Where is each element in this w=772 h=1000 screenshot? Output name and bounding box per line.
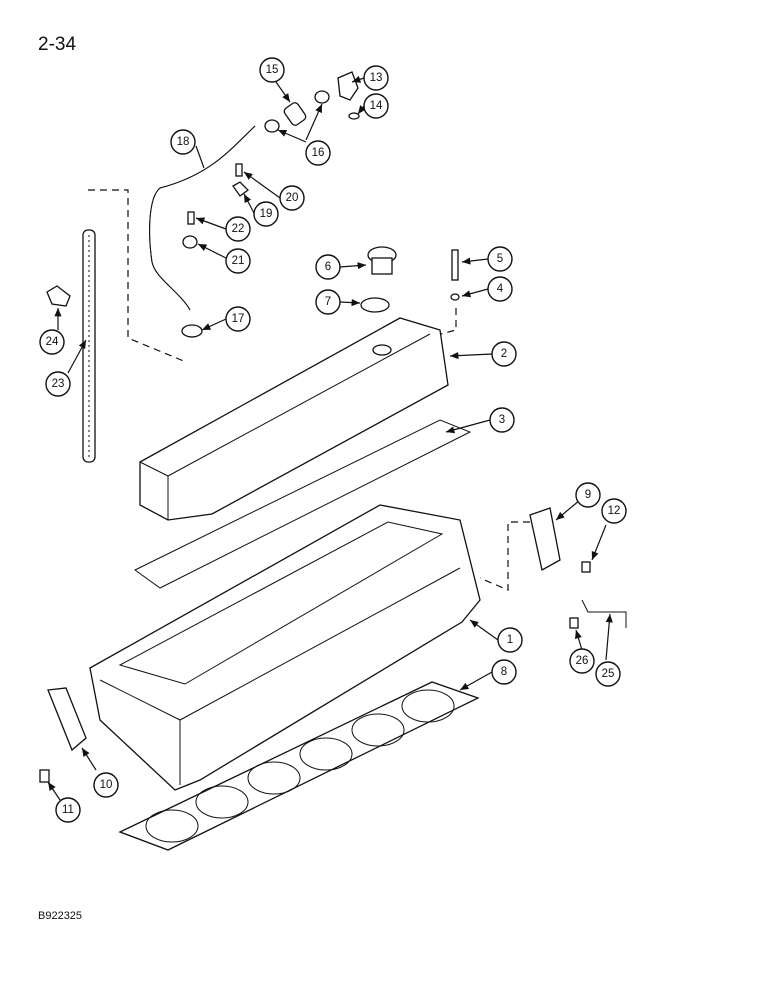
- svg-text:10: 10: [100, 779, 113, 791]
- callout-6: 6: [315, 254, 341, 280]
- callout-14: 14: [363, 93, 389, 119]
- assembly-line-lifting-bracket: [479, 521, 530, 591]
- callout-15: 15: [259, 57, 285, 83]
- callout-18: 18: [170, 129, 196, 155]
- dipstick-tube: [82, 229, 96, 463]
- page-number: 2-34: [38, 34, 77, 55]
- svg-text:11: 11: [62, 804, 74, 816]
- callout-25: 25: [595, 661, 621, 687]
- svg-text:17: 17: [232, 313, 245, 325]
- callout-5: 5: [487, 246, 513, 272]
- dipstick-bracket: [46, 285, 71, 307]
- rocker-cover: [139, 317, 449, 521]
- figure-id: B922325: [38, 910, 83, 922]
- svg-text:4: 4: [497, 283, 504, 295]
- callout-26: 26: [569, 648, 595, 674]
- oil-tube: [581, 599, 627, 628]
- svg-text:6: 6: [325, 261, 331, 273]
- callout-2: 2: [491, 341, 517, 367]
- leader-lines: [47, 75, 613, 801]
- svg-text:3: 3: [499, 414, 505, 426]
- svg-text:2: 2: [501, 348, 507, 360]
- svg-text:20: 20: [286, 192, 299, 204]
- oil-filler-cap: [367, 246, 397, 275]
- svg-text:19: 19: [260, 208, 273, 220]
- svg-text:26: 26: [576, 655, 589, 667]
- front-lifting-bracket: [47, 687, 87, 752]
- callout-13: 13: [363, 65, 389, 91]
- svg-text:1: 1: [507, 634, 513, 646]
- callout-22: 22: [225, 216, 251, 242]
- callout-1: 1: [497, 627, 523, 653]
- bolt-washer: [450, 293, 460, 301]
- hose-bracket-clip: [182, 235, 198, 249]
- callout-17: 17: [225, 306, 251, 332]
- callout-8: 8: [491, 659, 517, 685]
- svg-text:22: 22: [232, 223, 245, 235]
- callout-20: 20: [279, 185, 305, 211]
- bracket-capscrew: [581, 561, 591, 573]
- breather-valve-assembly: [264, 71, 360, 133]
- callout-3: 3: [489, 407, 515, 433]
- callout-9: 9: [575, 482, 601, 508]
- svg-text:16: 16: [312, 147, 325, 159]
- hose-clip: [232, 181, 249, 197]
- svg-text:7: 7: [325, 296, 331, 308]
- svg-text:24: 24: [46, 336, 59, 348]
- callout-19: 19: [253, 201, 279, 227]
- callout-24: 24: [39, 329, 65, 355]
- svg-text:12: 12: [608, 505, 621, 517]
- svg-text:25: 25: [602, 668, 615, 680]
- rear-lifting-bracket: [529, 507, 561, 571]
- svg-text:21: 21: [232, 255, 245, 267]
- callout-7: 7: [315, 289, 341, 315]
- callout-4: 4: [487, 276, 513, 302]
- svg-text:8: 8: [501, 666, 507, 678]
- svg-text:9: 9: [585, 489, 591, 501]
- callout-21: 21: [225, 248, 251, 274]
- bracket-screw: [187, 211, 195, 225]
- callout-11: 11: [55, 797, 81, 823]
- svg-text:5: 5: [497, 253, 503, 265]
- assembly-line-dipstick: [88, 189, 187, 363]
- clip-screw: [235, 163, 243, 177]
- callout-10: 10: [93, 772, 119, 798]
- hose-clamp: [181, 324, 203, 338]
- filler-cap-seal: [360, 297, 390, 313]
- callout-12: 12: [601, 498, 627, 524]
- svg-text:15: 15: [266, 64, 279, 76]
- svg-text:13: 13: [370, 72, 383, 84]
- callout-23: 23: [45, 371, 71, 397]
- cylinder-head: [89, 504, 481, 791]
- tube-elbow: [569, 617, 579, 629]
- svg-text:23: 23: [52, 378, 65, 390]
- rocker-cover-gasket: [134, 419, 472, 589]
- head-gasket: [118, 681, 480, 851]
- cover-bolt: [451, 249, 459, 281]
- callout-16: 16: [305, 140, 331, 166]
- svg-text:18: 18: [177, 136, 190, 148]
- front-capscrew: [39, 769, 50, 783]
- svg-text:14: 14: [370, 100, 383, 112]
